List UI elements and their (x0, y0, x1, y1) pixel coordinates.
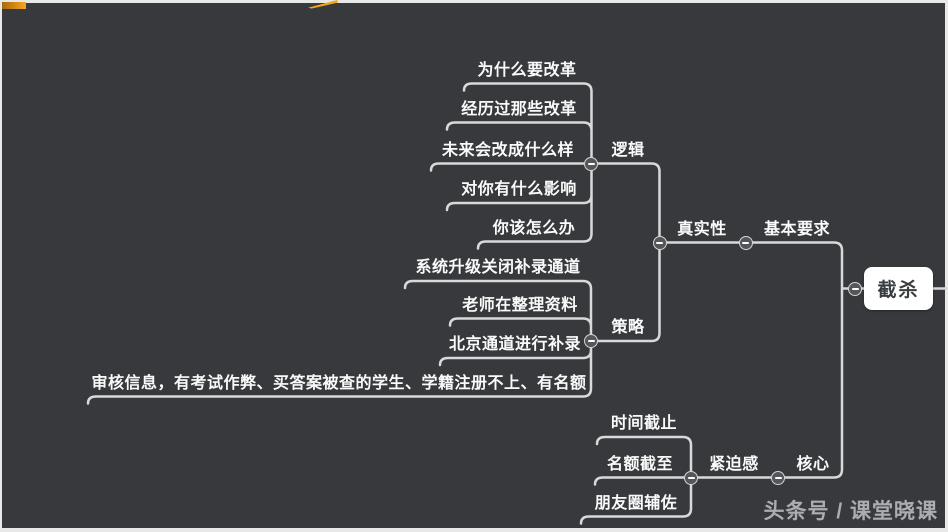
minus-icon (656, 241, 663, 244)
logo-fragment-corner-icon (2, 2, 26, 9)
topic-logic[interactable]: 逻辑 (611, 141, 645, 159)
topic-audit-info[interactable]: 审核信息，有考试作弊、买答案被查的学生、学籍注册不上、有名额 (91, 374, 587, 392)
topic-impact-on-you[interactable]: 对你有什么影响 (461, 181, 577, 198)
topic-future-changes[interactable]: 未来会改成什么样 (441, 141, 575, 159)
minus-icon (587, 340, 595, 342)
topic-time-deadline[interactable]: 时间截止 (610, 415, 678, 432)
collapse-button-root[interactable] (848, 281, 862, 296)
topic-what-to-do[interactable]: 你该怎么办 (492, 219, 576, 237)
minus-icon (687, 476, 695, 479)
slide-background (2, 3, 945, 528)
topic-moments-support[interactable]: 朋友圈辅佐 (594, 494, 678, 512)
collapse-button-authenticity[interactable] (652, 235, 667, 250)
topic-system-upgrade[interactable]: 系统升级关闭补录通道 (415, 259, 581, 276)
watermark: 头条号 / 课堂晓课 (763, 500, 938, 523)
minus-icon (851, 287, 859, 290)
collapse-button-basic[interactable] (738, 235, 753, 250)
topic-why-reform[interactable]: 为什么要改革 (477, 61, 577, 79)
topic-strategy[interactable]: 策略 (611, 319, 645, 336)
minus-icon (742, 241, 749, 244)
minus-icon (587, 162, 595, 165)
topic-basic-requirements[interactable]: 基本要求 (763, 220, 831, 238)
topic-past-reforms[interactable]: 经历过那些改革 (461, 100, 577, 118)
topic-quota-deadline[interactable]: 名额截至 (606, 455, 674, 473)
collapse-button-core[interactable] (771, 470, 785, 485)
minus-icon (774, 476, 782, 479)
collapse-button-strategy[interactable] (584, 334, 598, 348)
topic-urgency[interactable]: 紧迫感 (709, 455, 759, 473)
collapse-button-logic[interactable] (584, 156, 598, 171)
collapse-button-urgency[interactable] (684, 470, 698, 485)
topic-authenticity[interactable]: 真实性 (677, 220, 727, 238)
topic-beijing-channel[interactable]: 北京通道进行补录 (448, 336, 582, 353)
topic-core[interactable]: 核心 (796, 455, 830, 473)
leaf-connectors (86, 82, 693, 525)
root-topic[interactable]: 截杀 (864, 267, 933, 310)
topic-teacher-organizing[interactable]: 老师在整理资料 (462, 296, 578, 314)
